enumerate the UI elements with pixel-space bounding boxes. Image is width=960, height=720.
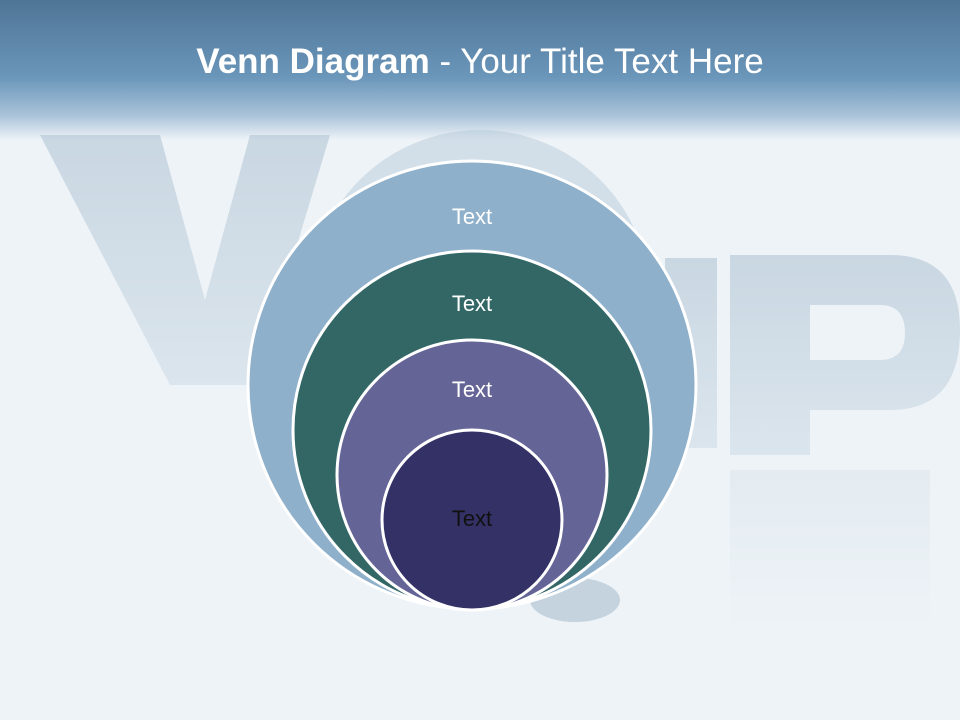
title-bold-part: Venn Diagram — [196, 42, 430, 81]
venn-ring-4[interactable] — [380, 428, 564, 612]
venn-ring-3-label: Text — [452, 377, 492, 402]
venn-ring-2-label: Text — [452, 291, 492, 316]
venn-ring-1-label: Text — [452, 204, 492, 229]
bg-letter-p — [730, 255, 960, 455]
slide-title: Venn Diagram - Your Title Text Here — [0, 40, 960, 84]
title-bar — [0, 0, 960, 140]
title-rest-part: - Your Title Text Here — [429, 42, 764, 81]
bg-reflection-p — [730, 470, 930, 630]
venn-ring-4-label: Text — [452, 506, 492, 531]
